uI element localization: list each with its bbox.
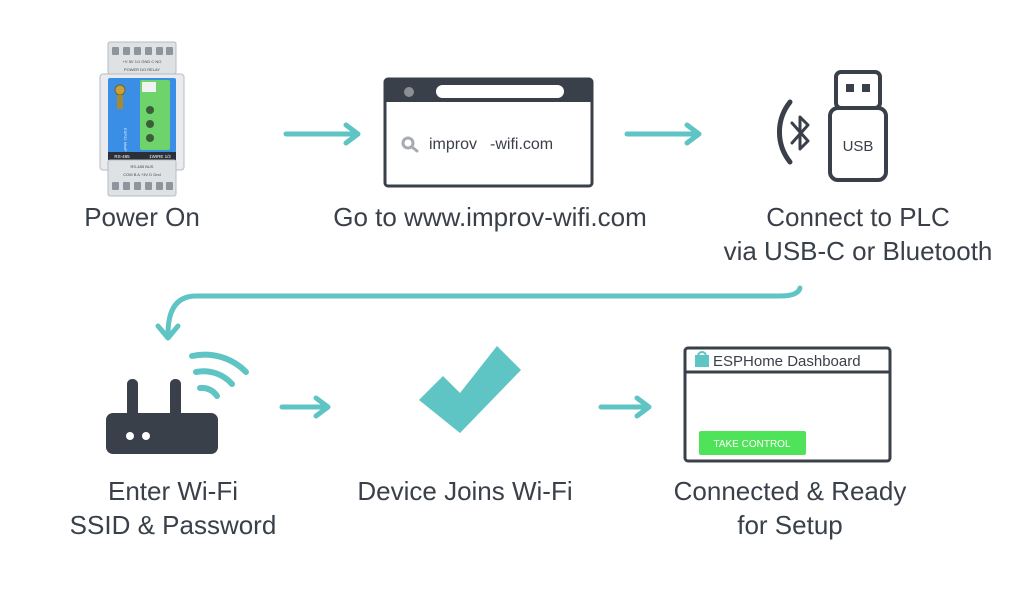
step-label-power-on: Power On: [84, 202, 200, 232]
dashboard-window-icon: ESPHome Dashboard TAKE CONTROL: [683, 346, 892, 463]
flow-arrow-2: [624, 122, 702, 146]
esphome-logo-icon: [695, 351, 709, 367]
router-wifi-icon: [106, 351, 249, 454]
device-tag-right: 1WIRE 1/2: [149, 154, 171, 159]
bluetooth-icon: [790, 115, 810, 151]
take-control-button[interactable]: [699, 431, 806, 455]
flow-arrow-4: [598, 395, 652, 419]
dashboard-title: ESPHome Dashboard: [713, 353, 861, 370]
browser-address-text-2: -wifi.com: [490, 136, 553, 153]
wifi-icon: [189, 351, 249, 399]
flow-arrow-3: [279, 395, 331, 419]
device-bottom-terminals: COM B A +3V D Gnd: [123, 172, 160, 177]
step-label-enter-wifi: Enter Wi-Fi SSID & Password: [69, 476, 277, 540]
step-label-joins: Device Joins Wi-Fi: [357, 476, 573, 506]
device-top-section: POWER DO RELAY: [124, 67, 160, 72]
signal-arc-icon: [776, 99, 793, 165]
flow-arrow-return: [155, 285, 803, 341]
svg-text:ESP32 MiniPLC: ESP32 MiniPLC: [123, 128, 128, 157]
checkmark-icon: [419, 346, 521, 433]
device-bottom-section: RS-485 BUS: [131, 164, 154, 169]
step-label-go-to-site: Go to www.improv-wifi.com: [333, 202, 647, 232]
take-control-label: TAKE CONTROL: [713, 439, 790, 450]
usb-bluetooth-icon: USB: [776, 70, 888, 182]
step-label-ready: Connected & Ready for Setup: [673, 476, 907, 540]
flow-arrow-1: [283, 122, 361, 146]
usb-label: USB: [843, 138, 874, 155]
step-label-connect: Connect to PLC via USB-C or Bluetooth: [723, 202, 993, 266]
browser-address-text-1: improv: [429, 136, 477, 153]
browser-window-icon: improv -wifi.com: [383, 77, 594, 188]
device-top-terminals: +V 5V 1/1 GND C NO: [123, 59, 162, 64]
device-tag-left: RS-485: [114, 154, 130, 159]
plc-device-icon: +V 5V 1/1 GND C NO POWER DO RELAY ESP32 …: [99, 41, 185, 197]
antenna-right: [170, 379, 181, 419]
antenna-left: [127, 379, 138, 419]
